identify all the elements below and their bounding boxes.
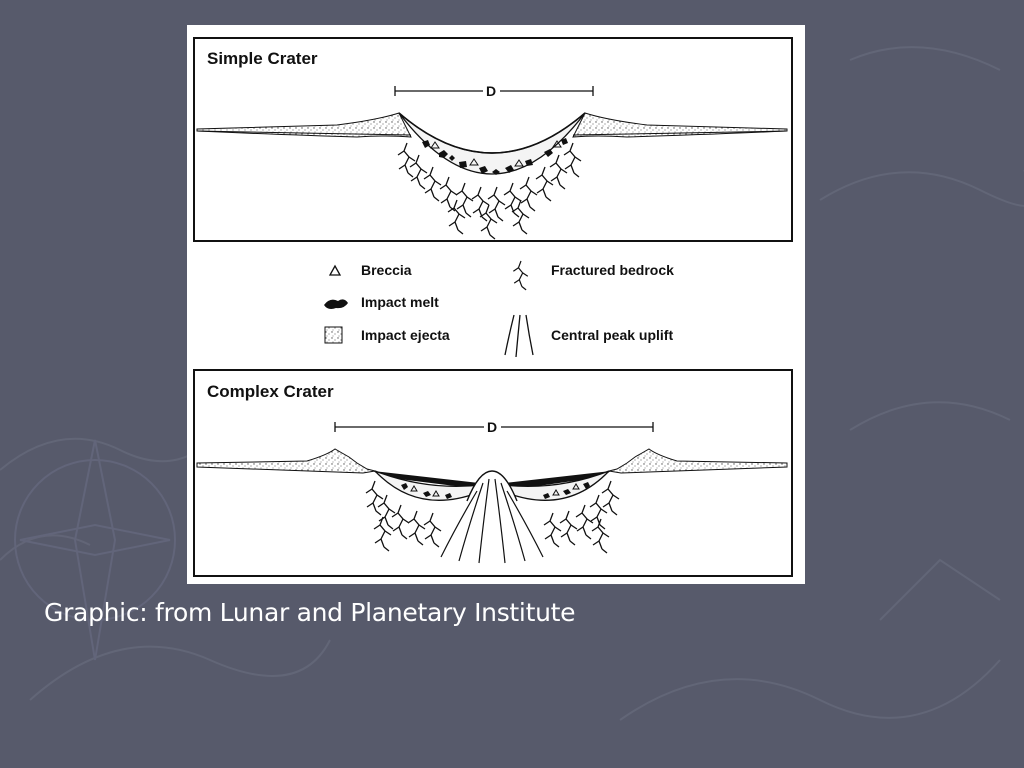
simple-crater-title: Simple Crater (207, 49, 318, 68)
svg-text:Impact melt: Impact melt (361, 294, 439, 310)
slide-caption: Graphic: from Lunar and Planetary Instit… (44, 598, 576, 627)
legend-central-peak-uplift: Central peak uplift (504, 314, 673, 358)
crater-diagram: Simple Crater D (187, 25, 805, 584)
legend: Breccia Impact melt Impact ejecta Fractu… (324, 260, 674, 358)
legend-impact-melt: Impact melt (324, 294, 439, 310)
complex-ejecta-left (196, 448, 376, 474)
simple-breccia-fragments (422, 138, 568, 175)
complex-crater-panel: Complex Crater D (193, 369, 793, 577)
complex-central-peak-uplift-lines (440, 478, 544, 564)
simple-ejecta-left (196, 112, 412, 138)
impact-ejecta-icon (324, 326, 343, 344)
simple-panel-frame (193, 37, 793, 242)
impact-melt-icon (324, 299, 348, 309)
breccia-icon (328, 264, 342, 276)
svg-text:Fractured bedrock: Fractured bedrock (551, 262, 674, 278)
complex-diameter-bar: D (334, 419, 654, 435)
legend-breccia: Breccia (328, 262, 412, 278)
legend-fractured-bedrock: Fractured bedrock (513, 260, 674, 291)
complex-crater-title: Complex Crater (207, 382, 334, 401)
legend-impact-ejecta: Impact ejecta (324, 326, 450, 344)
complex-ejecta-right (608, 448, 788, 474)
svg-text:Impact ejecta: Impact ejecta (361, 327, 450, 343)
simple-diameter-label: D (486, 83, 496, 99)
compass-watermark-icon (14, 439, 176, 661)
fractured-bedrock-icon (513, 260, 529, 291)
svg-text:Central peak uplift: Central peak uplift (551, 327, 673, 343)
simple-crater-panel: Simple Crater D (193, 37, 793, 242)
svg-text:Breccia: Breccia (361, 262, 412, 278)
central-peak-uplift-icon (504, 314, 534, 358)
complex-diameter-label: D (487, 419, 497, 435)
simple-diameter-bar: D (394, 83, 594, 99)
simple-ejecta-right (572, 112, 788, 138)
